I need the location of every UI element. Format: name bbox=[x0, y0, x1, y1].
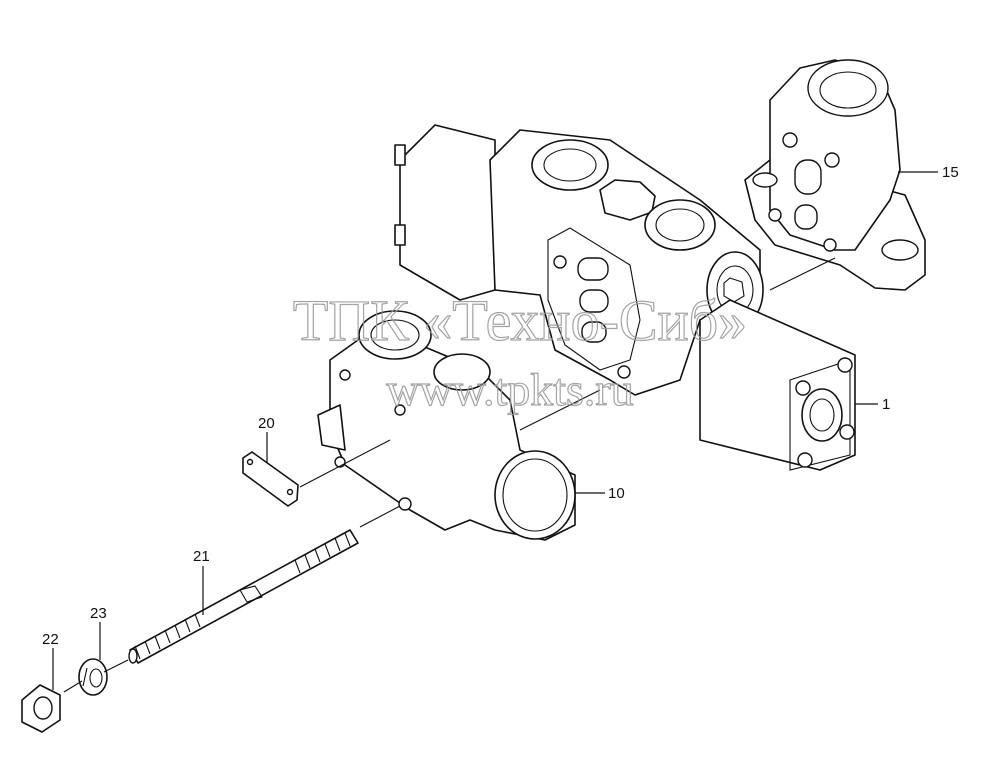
callout-10: 10 bbox=[608, 485, 625, 502]
part-10-cover-block bbox=[317, 310, 576, 541]
part-20-plate bbox=[242, 451, 299, 507]
callout-22: 22 bbox=[42, 631, 59, 648]
callout-20: 20 bbox=[258, 415, 275, 432]
part-23-spring-washer bbox=[78, 658, 108, 696]
callout-15: 15 bbox=[942, 164, 959, 181]
watermark-line2: www.tpkts.ru bbox=[386, 364, 633, 415]
assembly-lines bbox=[63, 257, 836, 693]
watermark-line1: ТПК «Техно-Сиб» bbox=[293, 288, 747, 353]
callout-1: 1 bbox=[882, 396, 890, 413]
part-1-valve-section bbox=[394, 124, 856, 471]
callout-labels: 15 1 10 20 21 23 22 bbox=[42, 164, 959, 648]
part-15-flange-block bbox=[744, 59, 926, 291]
part-21-tie-rod bbox=[128, 529, 359, 664]
watermark: ТПК «Техно-Сиб» www.tpkts.ru bbox=[292, 287, 747, 415]
callout-23: 23 bbox=[90, 605, 107, 622]
callout-21: 21 bbox=[193, 548, 210, 565]
leader-lines bbox=[52, 171, 938, 690]
part-22-hex-nut bbox=[21, 684, 61, 733]
